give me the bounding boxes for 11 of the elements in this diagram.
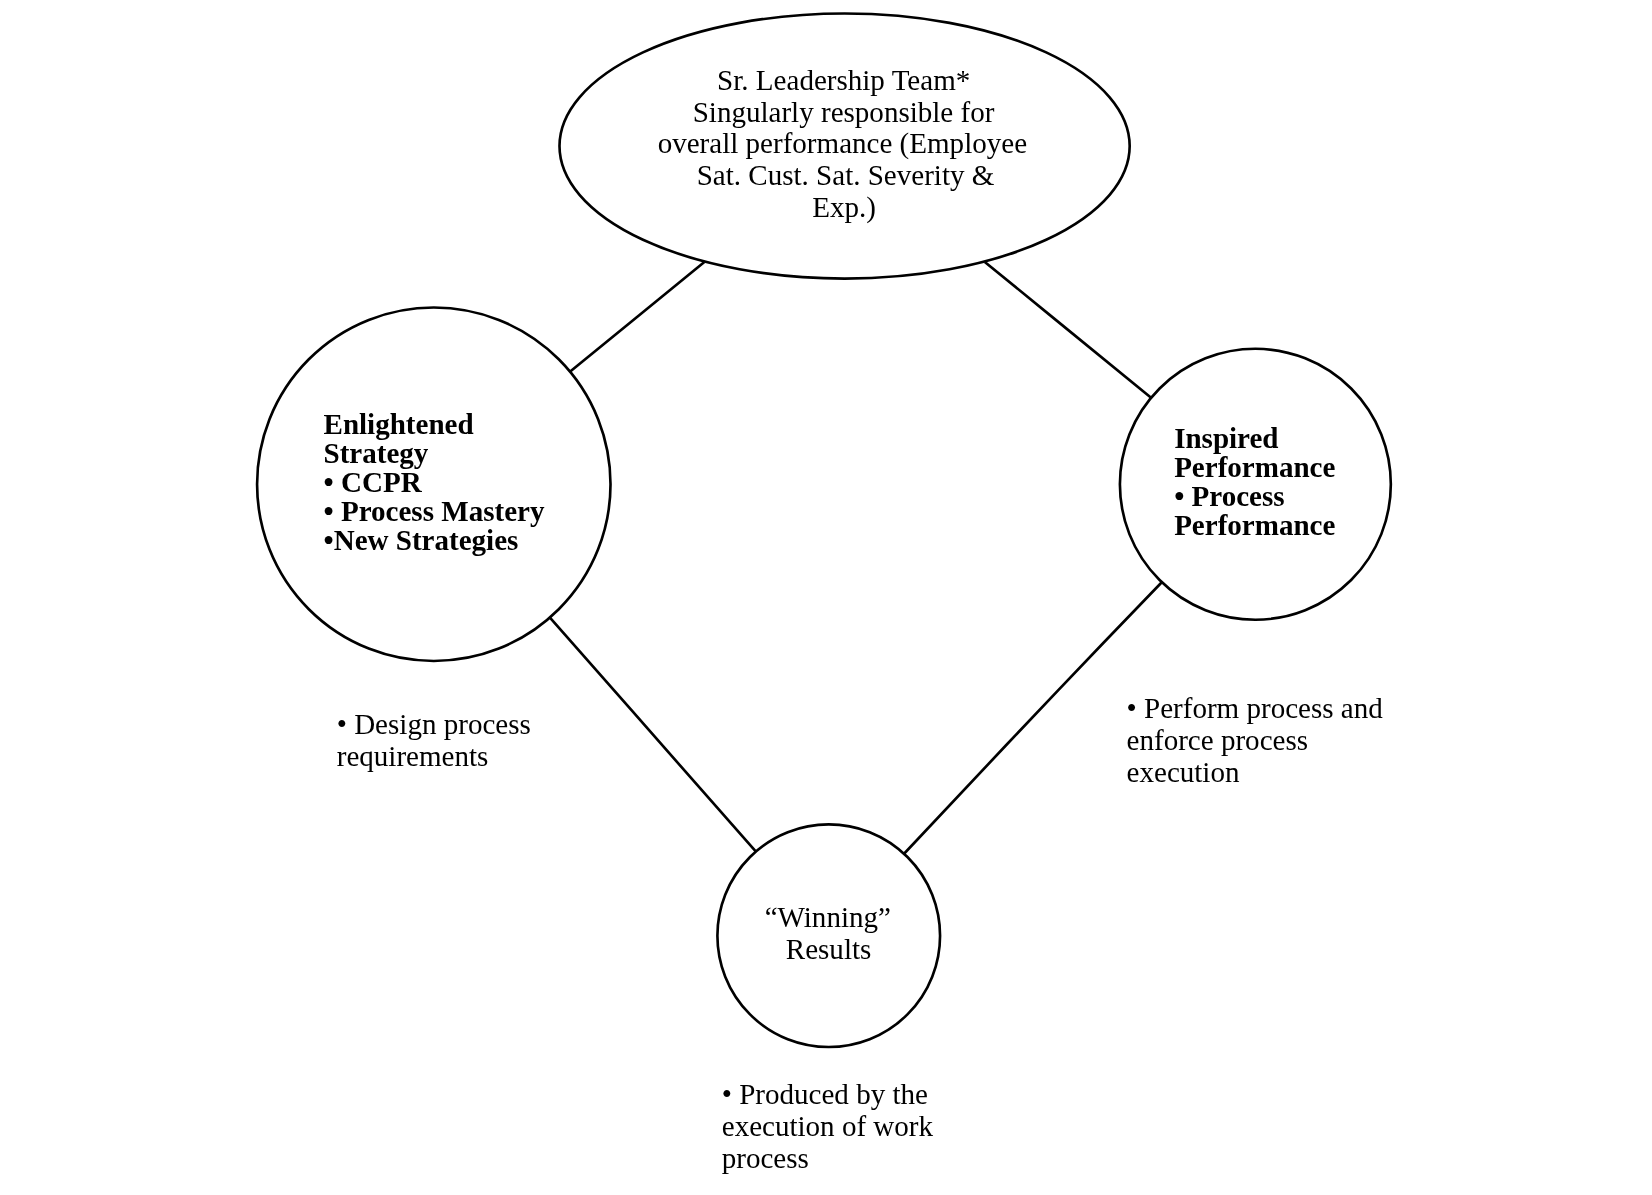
node-circle: “Winning” Results [716, 823, 942, 1049]
connector [569, 260, 706, 373]
connector [903, 581, 1163, 855]
node-label: • Produced by the execution of work process [721, 1078, 934, 1174]
node-label: • Perform process and enforce process execution [1126, 692, 1383, 788]
node-ellipse: Sr. Leadership Team* Singularly responsible for overall performance (Employee Sat. Cust. Sat. Severity & Exp.) [558, 12, 1131, 280]
connector [983, 260, 1152, 399]
node-circle: Inspired Performance • Process Performance [1118, 347, 1393, 622]
node-label: • Design process requirements [336, 708, 531, 772]
node-circle: Enlightened Strategy • CCPR • Process Mastery •New Strategies [255, 306, 612, 663]
connector [549, 616, 757, 853]
